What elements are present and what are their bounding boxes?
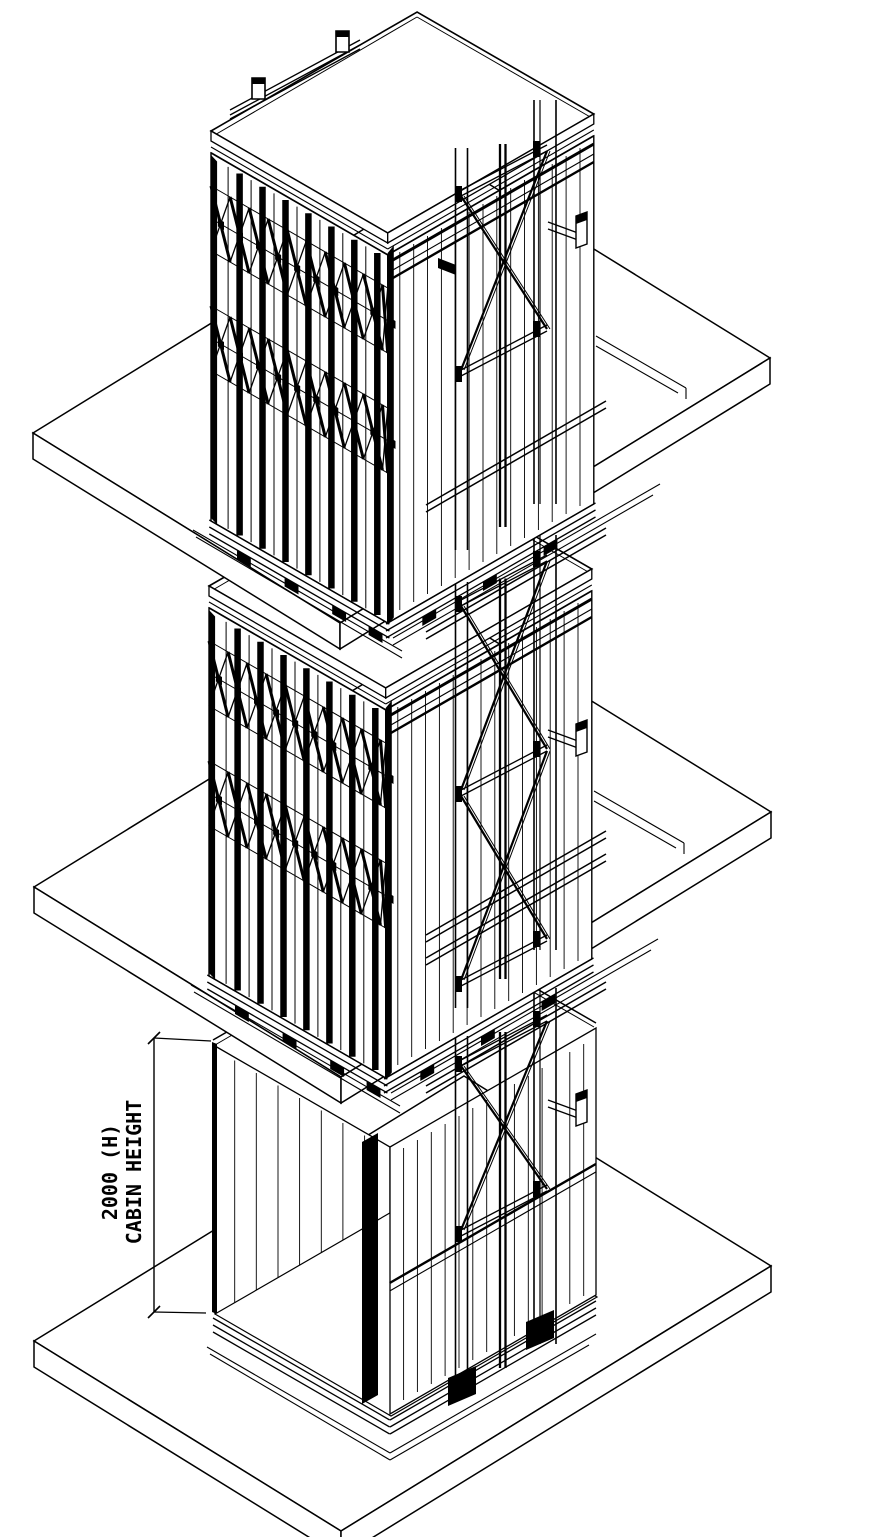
mast-segment-upper (425, 100, 607, 550)
cabin-top (208, 11, 596, 643)
floor-opening-rim-middle (190, 790, 685, 1114)
dimension-text-value: 2000 (H) (98, 1124, 122, 1220)
mast-segment-lower (425, 981, 607, 1406)
dimension-text-label: CABIN HEIGHT (122, 1100, 146, 1245)
dimension-annotation: 2000 (H)CABIN HEIGHT (98, 1031, 212, 1319)
floor-opening-rim-top (192, 335, 687, 659)
mast-segment-middle (425, 527, 607, 1008)
cabin-bottom (206, 920, 599, 1461)
